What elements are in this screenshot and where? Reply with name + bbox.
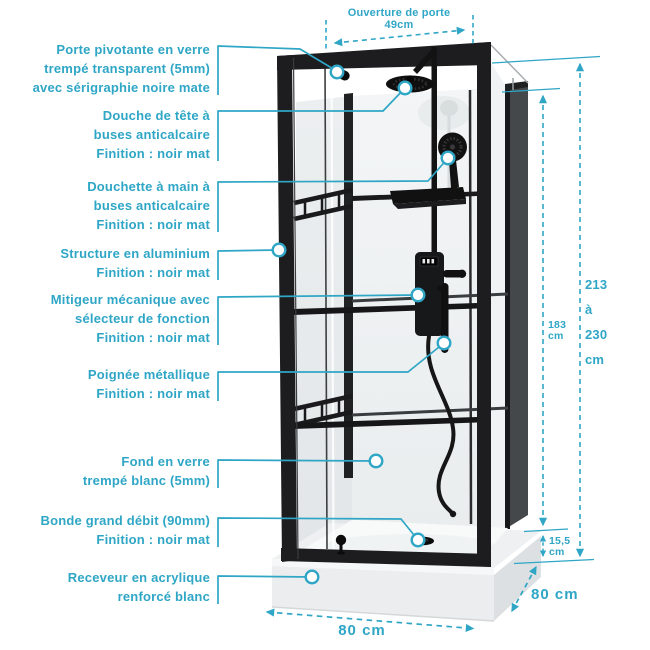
grab-rail [441, 283, 449, 353]
connector-douche-de-tete [217, 87, 406, 161]
inner-height-label: 183 cm [548, 319, 567, 342]
ref-line-top-outer [491, 55, 601, 64]
top-receding-edge [490, 44, 529, 84]
marker-fond-verre [368, 453, 384, 469]
width-dim [265, 608, 475, 632]
marker-structure [271, 242, 287, 258]
frame-right-post [477, 42, 491, 567]
connector-fond-verre [217, 459, 377, 488]
left-post-highlight [292, 57, 299, 560]
callout-label-douche-de-tete: Douche de tête à buses anticalcaire Fini… [93, 108, 210, 161]
hand-shower-handle [449, 160, 459, 188]
marker-poignee [436, 335, 452, 351]
ref-line-tray-top [523, 528, 569, 533]
marker-mitigeur [410, 287, 426, 303]
tray-height-label: 15,5 cm [549, 535, 571, 558]
marker-douchette [440, 150, 456, 166]
frame-bottom-bar [281, 548, 491, 567]
callout-markers [271, 64, 456, 585]
hand-shower-center [449, 144, 456, 150]
callout-label-douchette: Douchette à main à buses anticalcaire Fi… [87, 179, 210, 232]
marker-receveur [304, 569, 320, 585]
right-dark-panel-edge [505, 84, 510, 529]
shower-column [386, 47, 467, 518]
left-wall-rack-upper [293, 187, 353, 222]
frame-top-bar [277, 42, 490, 70]
width-label: 80 cm [338, 622, 386, 639]
wall-shadow-2 [440, 100, 458, 116]
ref-line-top-inner [501, 87, 561, 93]
marker-douche-de-tete [397, 80, 413, 96]
right-dark-panel [507, 83, 528, 528]
door-opening-dim [333, 26, 466, 47]
callout-label-mitigeur: Mitigeur mécanique avec sélecteur de fon… [50, 292, 210, 345]
dimension-lines [265, 15, 601, 632]
shelf-lip [393, 199, 466, 209]
rain-head-arm [413, 48, 438, 74]
callout-label-bonde: Bonde grand débit (90mm) Finition : noir… [40, 513, 210, 547]
door-opening-label: Ouverture de porte 49cm [347, 7, 451, 31]
tray-lip [272, 559, 494, 575]
rain-head-nozzles [392, 77, 428, 91]
door-handle-knob [335, 534, 347, 555]
connector-structure [217, 249, 280, 280]
connector-poignee [217, 342, 445, 401]
divider-post [344, 93, 353, 478]
right-dark-panel-top [505, 81, 528, 91]
mixer-lever-knob [457, 269, 467, 278]
depth-label: 80 cm [531, 586, 579, 603]
total-height-label: 213 à 230 cm [585, 276, 608, 367]
shelf [390, 187, 466, 204]
left-glass-panel [296, 96, 352, 552]
marker-bonde [410, 532, 426, 548]
hand-shower-nozzles [442, 137, 463, 157]
shower-hose [426, 334, 456, 516]
rail-bracket [437, 286, 443, 291]
rain-head-cap [406, 75, 414, 83]
callout-connectors [217, 45, 449, 604]
tray-skirt-front [272, 566, 494, 621]
mixer-body [415, 252, 444, 336]
callout-label-receveur: Receveur en acrylique renforcé blanc [67, 570, 210, 604]
mixer-display-digits [422, 259, 435, 264]
callout-label-structure: Structure en aluminium Finition : noir m… [60, 246, 210, 280]
door-edge-line [324, 61, 328, 550]
connector-douchette [217, 157, 449, 232]
door-glass-highlight [330, 63, 335, 550]
connector-mitigeur [217, 294, 419, 345]
callout-label-fond-verre: Fond en verre trempé blanc (5mm) [82, 454, 210, 488]
riser-pipe [431, 47, 437, 255]
right-glass-sliver [488, 58, 507, 554]
hose-end [449, 510, 457, 518]
ref-line-tray-bottom [513, 558, 595, 565]
callout-label-poignee: Poignée métallique Finition : noir mat [87, 367, 210, 401]
connector-bonde [217, 517, 419, 547]
mixer-lever [443, 270, 463, 278]
callout-label-porte-pivotante: Porte pivotante en verre trempé transpar… [32, 42, 210, 95]
connector-receveur [217, 575, 313, 604]
low-rail-front [293, 417, 477, 429]
marker-porte-pivotante [329, 64, 345, 80]
